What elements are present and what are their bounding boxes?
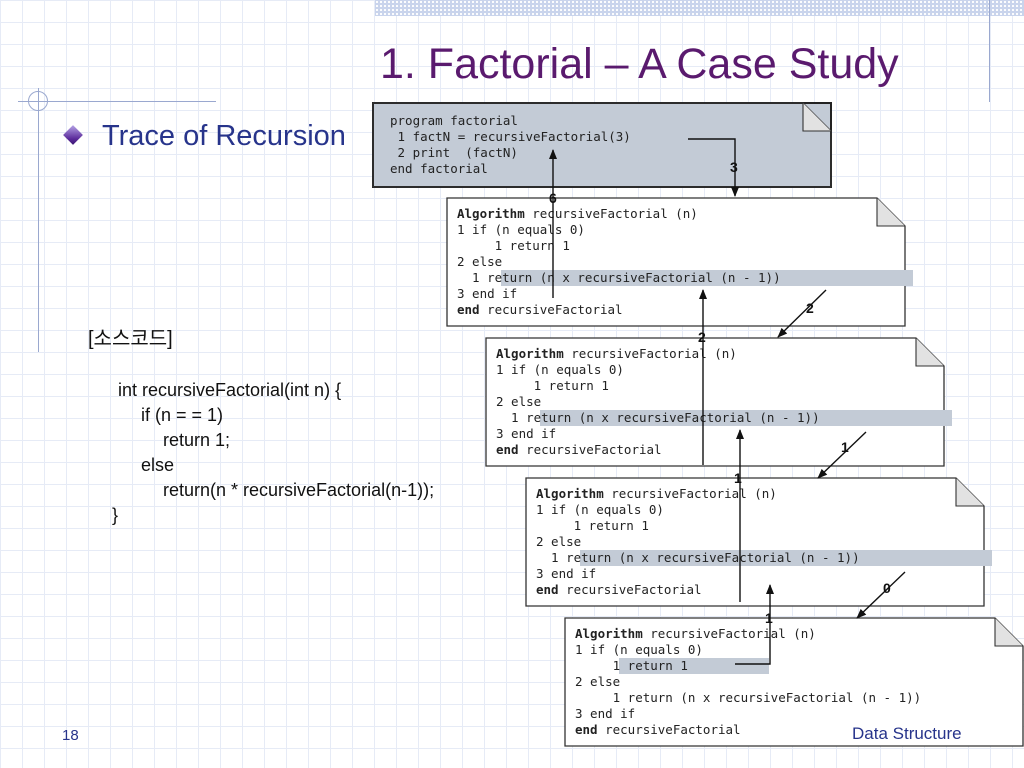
algorithm-line: 1 return 1	[536, 518, 649, 533]
algorithm-footer: end recursiveFactorial	[575, 722, 741, 737]
code-line: return(n * recursiveFactorial(n-1));	[163, 480, 435, 500]
highlight-strip	[501, 270, 913, 286]
call-arrow	[817, 431, 867, 479]
code-line: int recursiveFactorial(int n) {	[118, 380, 342, 400]
call-arrow	[856, 571, 906, 619]
algorithm-line: 1 return (n x recursiveFactorial (n - 1)…	[575, 690, 921, 705]
slide-number: 18	[62, 727, 79, 744]
algorithm-line: 1 return 1	[496, 378, 609, 393]
program-line: 1 factN = recursiveFactorial(3)	[390, 129, 631, 144]
source-code-title: [소스코드]	[88, 328, 173, 350]
code-line: else	[141, 455, 175, 475]
return-label: 1	[765, 610, 773, 626]
call-arrow	[688, 138, 739, 197]
algorithm-line: 1 if (n equals 0)	[536, 502, 664, 517]
algorithm-header: Algorithm recursiveFactorial (n)	[457, 206, 698, 221]
decorative-rule-vertical	[38, 88, 39, 352]
slide-title: 1. Factorial – A Case Study	[380, 40, 899, 88]
algorithm-line: 1 return (n x recursiveFactorial (n - 1)…	[496, 410, 820, 425]
algorithm-line: 3 end if	[575, 706, 635, 721]
return-label: 2	[698, 329, 706, 345]
return-label: 6	[549, 190, 557, 206]
bullet-text: Trace of Recursion	[102, 120, 346, 152]
program-box-outline	[372, 102, 832, 188]
algorithm-line: 1 return (n x recursiveFactorial (n - 1)…	[457, 270, 781, 285]
page-fold-corner	[802, 103, 831, 132]
decorative-rule-vertical-right	[989, 0, 990, 102]
program-line: end factorial	[390, 161, 488, 176]
page-fold-corner	[915, 338, 944, 367]
algorithm-header: Algorithm recursiveFactorial (n)	[536, 486, 777, 501]
code-line: if (n = = 1)	[141, 405, 224, 425]
algorithm-line: 2 else	[575, 674, 620, 689]
algorithm-footer: end recursiveFactorial	[457, 302, 623, 317]
decorative-ring-icon	[28, 91, 48, 111]
page-fold-corner	[876, 198, 905, 227]
page-fold-corner	[955, 478, 984, 507]
algorithm-line: 1 if (n equals 0)	[496, 362, 624, 377]
program-line: program factorial	[390, 113, 518, 128]
highlight-strip	[540, 410, 952, 426]
highlight-strip	[580, 550, 992, 566]
call-label: 1	[841, 439, 849, 455]
call-label: 0	[883, 580, 891, 596]
page-fold-corner	[994, 618, 1023, 647]
algorithm-line: 2 else	[536, 534, 581, 549]
program-line: 2 print (factN)	[390, 145, 518, 160]
algorithm-line: 3 end if	[457, 286, 517, 301]
return-arrow	[735, 584, 774, 665]
call-arrow	[777, 289, 827, 338]
algorithm-header: Algorithm recursiveFactorial (n)	[575, 626, 816, 641]
algorithm-line: 1 if (n equals 0)	[457, 222, 585, 237]
algorithm-box	[564, 617, 1024, 747]
return-label: 1	[734, 470, 742, 486]
algorithm-line: 2 else	[457, 254, 502, 269]
algorithm-line: 1 return 1	[575, 658, 688, 673]
highlight-strip	[619, 658, 769, 674]
algorithm-line: 2 else	[496, 394, 541, 409]
call-label: 3	[730, 159, 738, 175]
top-decorative-band	[375, 0, 1024, 16]
algorithm-line: 1 if (n equals 0)	[575, 642, 703, 657]
algorithm-line: 1 return (n x recursiveFactorial (n - 1)…	[536, 550, 860, 565]
code-line: }	[112, 505, 119, 525]
algorithm-line: 3 end if	[496, 426, 556, 441]
call-label: 2	[806, 300, 814, 316]
code-line: return 1;	[163, 430, 231, 450]
algorithm-footer: end recursiveFactorial	[536, 582, 702, 597]
algorithm-line: 1 return 1	[457, 238, 570, 253]
footer-text: Data Structure	[852, 724, 962, 743]
decorative-rule-horizontal	[18, 101, 216, 102]
algorithm-footer: end recursiveFactorial	[496, 442, 662, 457]
algorithm-line: 3 end if	[536, 566, 596, 581]
algorithm-header: Algorithm recursiveFactorial (n)	[496, 346, 737, 361]
